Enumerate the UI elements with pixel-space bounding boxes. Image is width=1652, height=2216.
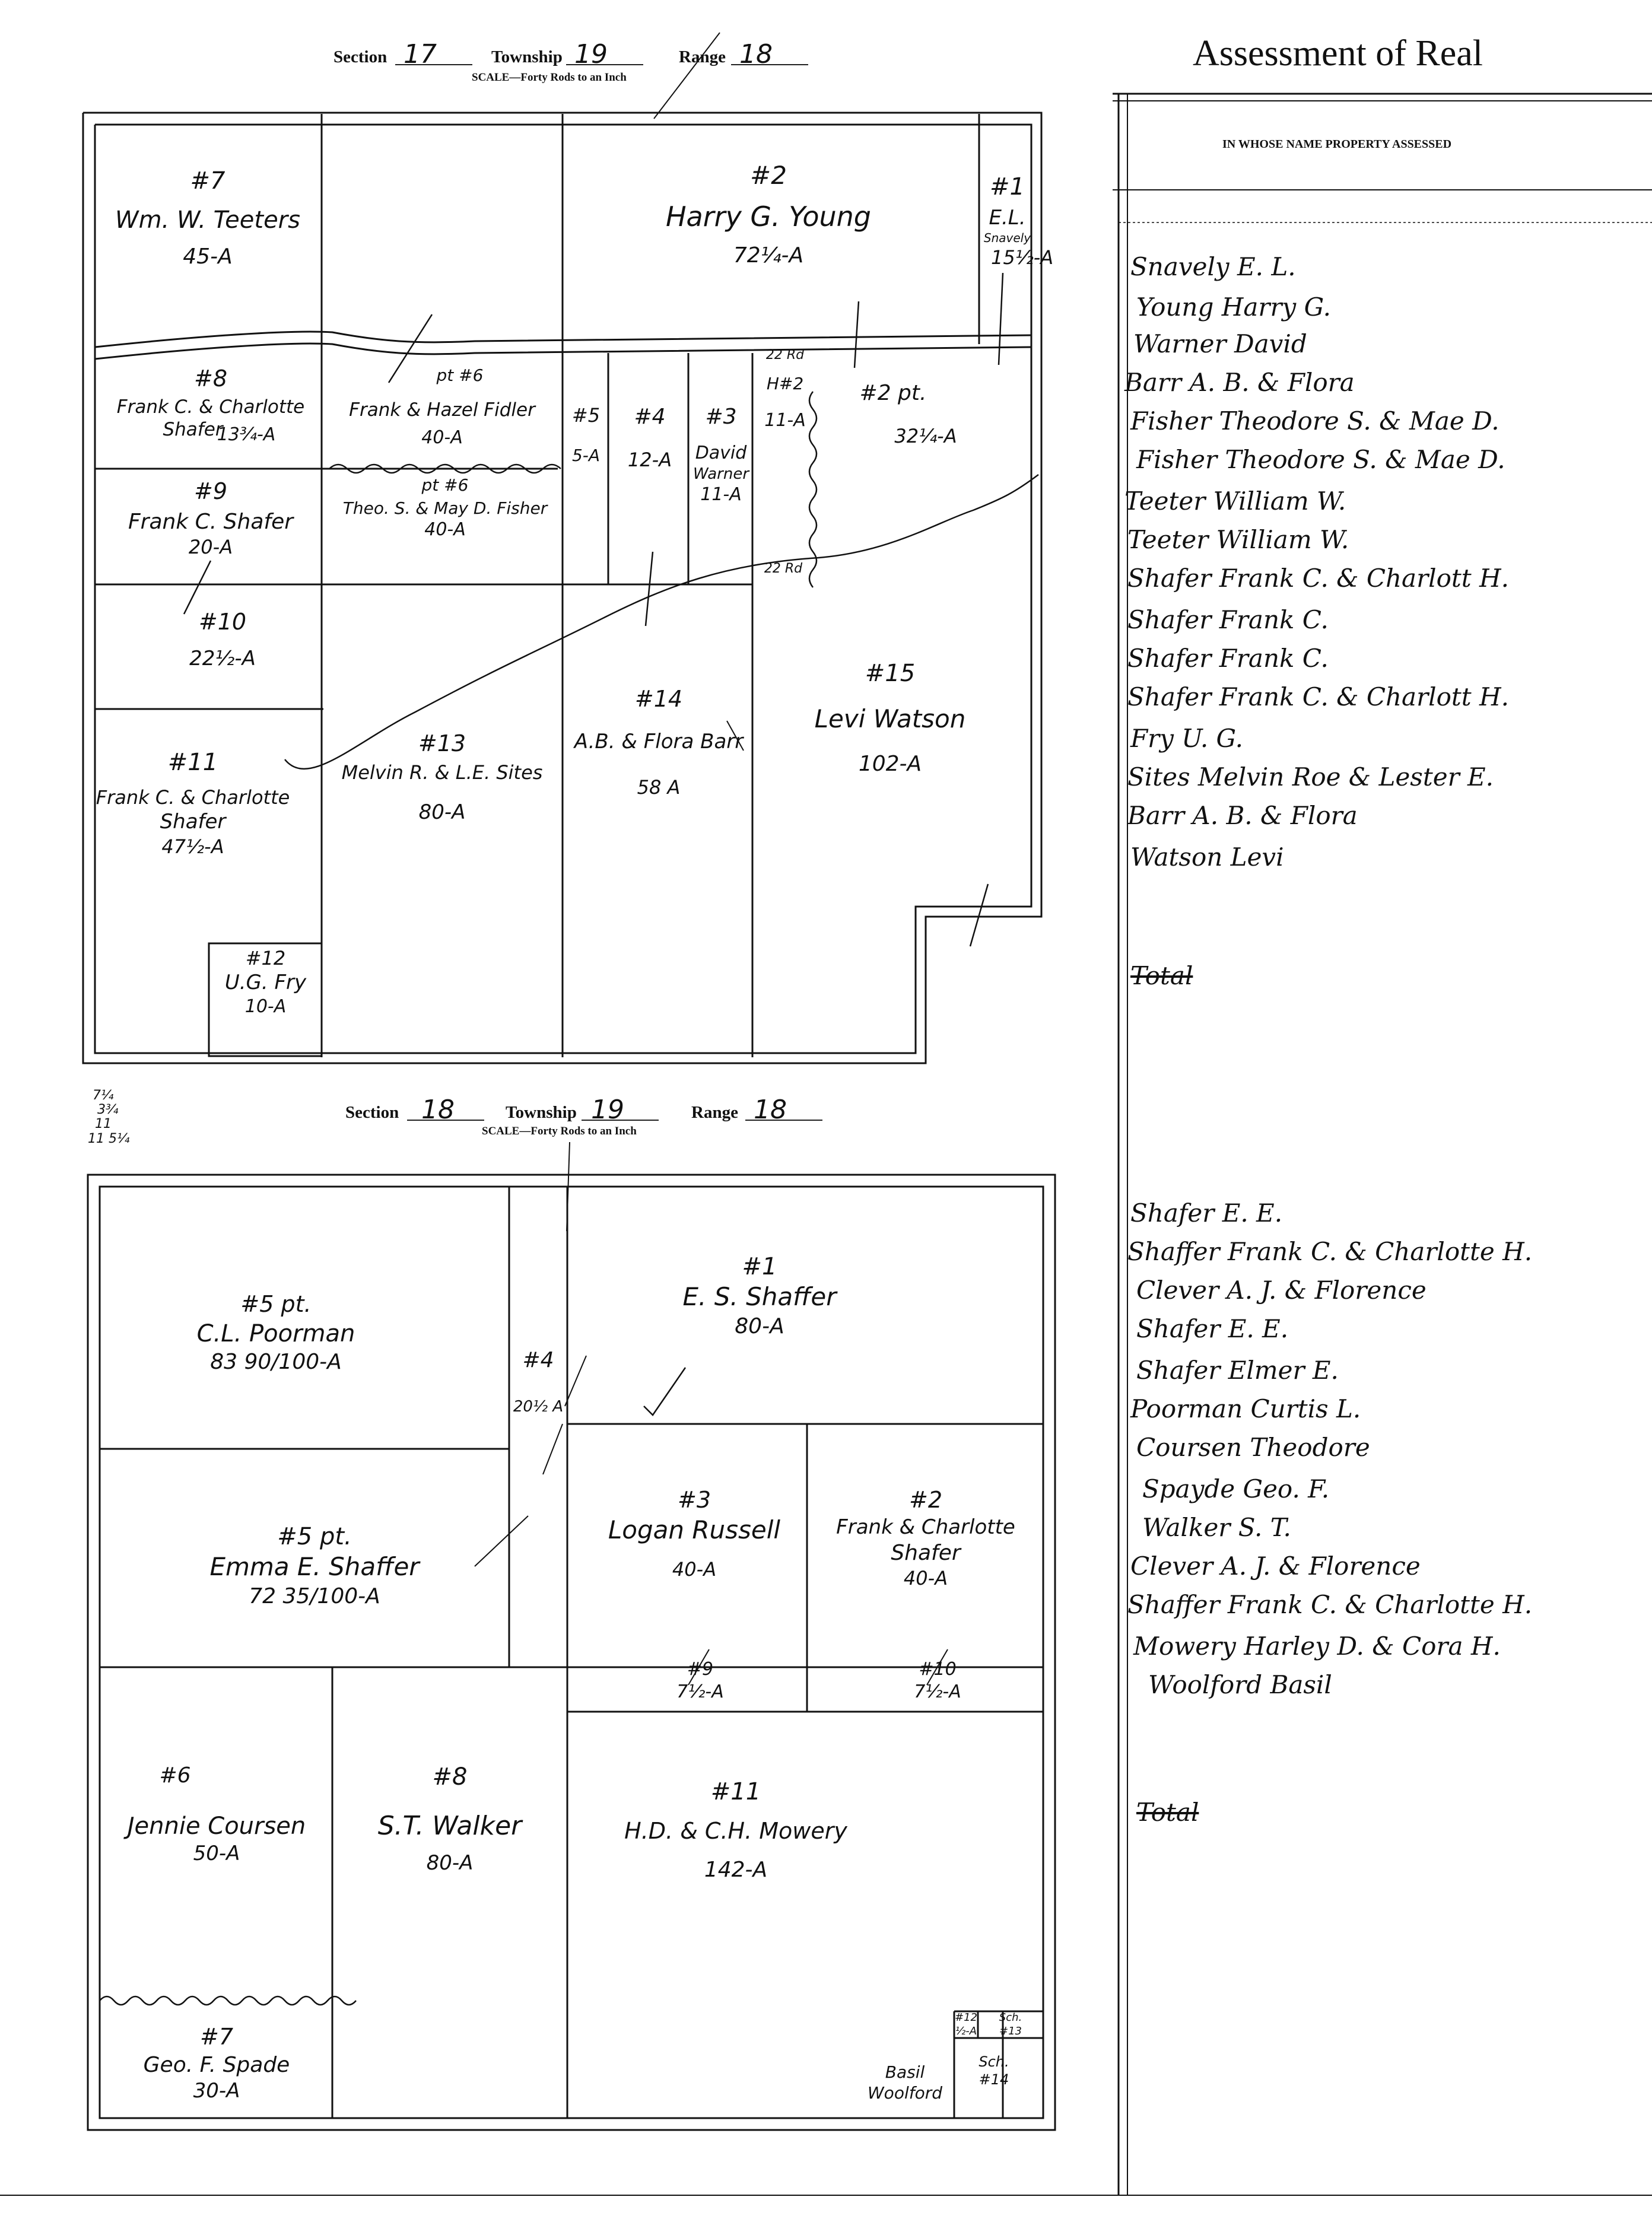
ledger-row: Barr A. B. & Flora bbox=[1127, 801, 1358, 830]
parcel-11: #11 Frank C. & Charlotte Shafer 47½-A bbox=[96, 749, 290, 858]
ledger-row: Watson Levi bbox=[1130, 842, 1284, 872]
parcel-9-s18: #9 7½-A bbox=[676, 1659, 724, 1702]
ledger-row: Walker S. T. bbox=[1142, 1513, 1291, 1542]
ledger-row: Coursen Theodore bbox=[1136, 1433, 1370, 1462]
ledger-total-2: Total bbox=[1136, 1798, 1199, 1827]
ledger-row: Shafer Frank C. bbox=[1127, 644, 1329, 673]
township-label: Township bbox=[491, 47, 563, 66]
ledger-row: Barr A. B. & Flora bbox=[1124, 368, 1355, 397]
ledger-row: Shafer Elmer E. bbox=[1136, 1356, 1339, 1385]
section-label: Section bbox=[345, 1103, 399, 1122]
ledger-row: Woolford Basil bbox=[1148, 1670, 1332, 1699]
parcel-6-coursen: #6 Jennie Coursen 50-A bbox=[127, 1763, 306, 1865]
parcel-2: #2 Harry G. Young 72¼-A bbox=[665, 161, 872, 268]
ledger-row: Teeter William W. bbox=[1124, 487, 1346, 516]
ledger-row: Shafer Frank C. bbox=[1127, 605, 1329, 634]
parcel-9: #9 Frank C. Shafer 20-A bbox=[128, 478, 294, 558]
map1-scale: SCALE—Forty Rods to an Inch bbox=[472, 71, 627, 84]
parcel-8-walker: #8 S.T. Walker 80-A bbox=[377, 1763, 522, 1875]
map2-header: Section 18 Township 19 Range 18 bbox=[344, 1095, 831, 1125]
parcel-14: #14 A.B. & Flora Barr 58 A bbox=[574, 686, 744, 799]
ledger-row: Spayde Geo. F. bbox=[1142, 1474, 1330, 1503]
ledger-column-header: IN WHOSE NAME PROPERTY ASSESSED bbox=[1222, 138, 1452, 151]
parcel-11-mowery: #11 H.D. & C.H. Mowery 142-A bbox=[624, 1778, 847, 1882]
ledger-row: Shafer E. E. bbox=[1136, 1314, 1289, 1343]
ledger-row: Shafer Frank C. & Charlott H. bbox=[1127, 564, 1509, 593]
ledger-row: Shafer E. E. bbox=[1130, 1198, 1283, 1228]
parcel-pt6-fisher: pt #6 Theo. S. & May D. Fisher 40-A bbox=[342, 475, 548, 540]
parcel-12: #12 U.G. Fry 10-A bbox=[224, 947, 307, 1017]
ledger-row: Sites Melvin Roe & Lester E. bbox=[1127, 762, 1494, 791]
parcel-1: #1 E.L. Snavely 15½-A bbox=[983, 173, 1054, 269]
township-label: Township bbox=[506, 1103, 577, 1122]
ledger-row: Clever A. J. & Florence bbox=[1130, 1551, 1421, 1581]
parcel-5pt-poorman: #5 pt. C.L. Poorman 83 90/100-A bbox=[196, 1291, 355, 1374]
parcel-2pt: #2 pt. 32¼-A bbox=[859, 381, 957, 447]
ledger-row: Fisher Theodore S. & Mae D. bbox=[1130, 406, 1499, 435]
parcel-2-shafer: #2 Frank & Charlotte Shafer 40-A bbox=[836, 1487, 1015, 1589]
map2-margin-note: 7¼ 3¾ 11 11 5¼ bbox=[88, 1088, 130, 1146]
parcel-pt6-fidler: pt #6 Frank & Hazel Fidler 40-A bbox=[349, 365, 535, 448]
ledger-row: Fisher Theodore S. & Mae D. bbox=[1136, 445, 1505, 474]
parcel-school-13: Sch. #13 bbox=[999, 2011, 1022, 2037]
range-label: Range bbox=[679, 47, 726, 66]
parcel-7-spade: #7 Geo. F. Spade 30-A bbox=[143, 2024, 290, 2103]
parcel-10: #10 22½-A bbox=[189, 609, 256, 670]
parcel-1-shaffer: #1 E. S. Shaffer 80-A bbox=[682, 1253, 837, 1338]
parcel-8: #8 Frank C. & Charlotte Shafer 13¾-A bbox=[116, 365, 305, 445]
map2-scale: SCALE—Forty Rods to an Inch bbox=[482, 1125, 637, 1137]
ledger-total-1: Total bbox=[1130, 961, 1193, 990]
parcel-22rd: 22 Rd bbox=[764, 561, 803, 576]
ledger-row: Clever A. J. & Florence bbox=[1136, 1276, 1427, 1305]
parcel-15: #15 Levi Watson 102-A bbox=[814, 660, 966, 776]
map1-header: Section 17 Township 19 Range 18 bbox=[332, 39, 819, 69]
parcel-4: #4 12-A bbox=[627, 405, 672, 471]
parcel-3: #3 David Warner 11-A bbox=[692, 405, 749, 505]
parcel-3-russell: #3 Logan Russell 40-A bbox=[608, 1487, 781, 1581]
parcel-10-s18: #10 7½-A bbox=[914, 1659, 961, 1702]
range-label: Range bbox=[691, 1103, 738, 1122]
ledger-row: Teeter William W. bbox=[1127, 525, 1349, 554]
ledger-row: Shaffer Frank C. & Charlotte H. bbox=[1127, 1590, 1533, 1619]
ledger-row: Snavely E. L. bbox=[1130, 252, 1296, 281]
parcel-5: #5 5-A bbox=[571, 404, 601, 465]
parcel-school-14: Sch. #14 bbox=[979, 2053, 1009, 2088]
ledger-title: Assessment of Real bbox=[1193, 33, 1483, 74]
ledger-row: Poorman Curtis L. bbox=[1130, 1394, 1361, 1423]
ledger-row: Young Harry G. bbox=[1136, 293, 1332, 322]
section-label: Section bbox=[333, 47, 387, 66]
parcel-4-s18: #4 20½ A bbox=[513, 1348, 564, 1416]
ledger-row: Shafer Frank C. & Charlott H. bbox=[1127, 682, 1509, 711]
parcel-5pt-emma: #5 pt. Emma E. Shaffer 72 35/100-A bbox=[209, 1523, 420, 1608]
parcel-h2: 22 Rd H#2 11-A bbox=[764, 348, 806, 431]
parcel-7: #7 Wm. W. Teeters 45-A bbox=[115, 167, 300, 269]
parcel-12-s18: #12 ½-A bbox=[955, 2011, 977, 2037]
ledger-row: Fry U. G. bbox=[1130, 724, 1243, 753]
parcel-woolford: Basil Woolford bbox=[868, 2062, 942, 2103]
parcel-13: #13 Melvin R. & L.E. Sites 80-A bbox=[341, 730, 543, 824]
ledger-row: Mowery Harley D. & Cora H. bbox=[1133, 1632, 1501, 1661]
ledger-row: Shaffer Frank C. & Charlotte H. bbox=[1127, 1237, 1533, 1266]
ledger-row: Warner David bbox=[1133, 329, 1307, 358]
